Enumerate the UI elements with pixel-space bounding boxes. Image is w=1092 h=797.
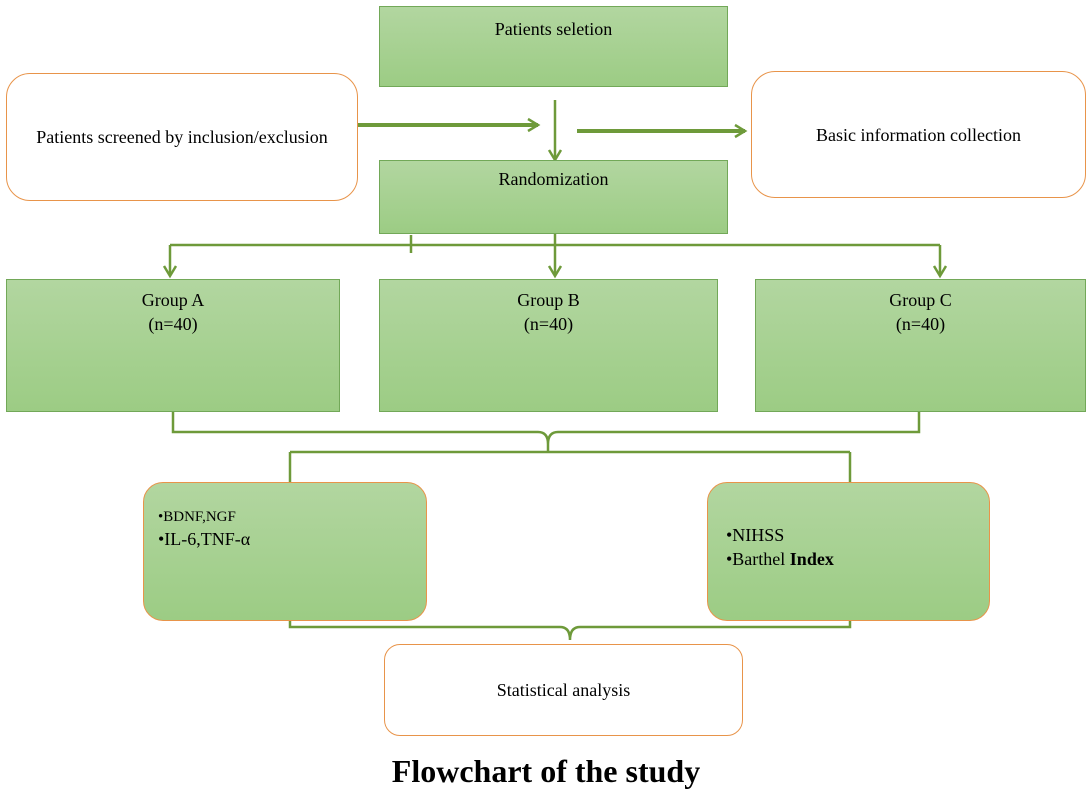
screened-box: Patients screened by inclusion/exclusion [6,73,358,201]
statistical-analysis-label: Statistical analysis [496,680,631,700]
group-b-name: Group B [517,290,580,310]
group-c-box: Group C (n=40) [755,279,1086,412]
biomarker-outcomes-box: •BDNF,NGF •IL-6,TNF-α [143,482,427,621]
basic-info-label: Basic information collection [816,124,1021,145]
group-b-count: (n=40) [523,314,574,334]
brace-groups [171,412,921,445]
clinical-item-2-prefix: •Barthel [726,549,790,569]
randomization-box: Randomization [379,160,728,234]
randomization-label: Randomization [498,169,609,189]
group-b-box: Group B (n=40) [379,279,718,412]
group-a-box: Group A (n=40) [6,279,340,412]
biomarker-item-1: •BDNF,NGF [158,509,236,525]
statistical-analysis-box: Statistical analysis [384,644,743,736]
brace-outcomes [288,612,852,641]
basic-info-box: Basic information collection [751,71,1086,198]
patients-selection-label: Patients seletion [494,19,613,39]
clinical-outcomes-box: •NIHSS •Barthel Index [707,482,990,621]
figure-caption: Flowchart of the study [391,753,701,789]
group-a-count: (n=40) [148,314,198,334]
group-c-count: (n=40) [895,314,946,334]
screened-label: Patients screened by inclusion/exclusion [36,127,328,147]
biomarker-item-2: •IL-6,TNF-α [158,529,251,549]
clinical-item-2-bold: Index [789,549,834,569]
group-a-name: Group A [141,290,205,310]
clinical-item-2: •Barthel Index [726,547,989,571]
group-c-name: Group C [889,290,952,310]
patients-selection-box: Patients seletion [379,6,728,87]
clinical-item-1: •NIHSS [726,525,785,545]
